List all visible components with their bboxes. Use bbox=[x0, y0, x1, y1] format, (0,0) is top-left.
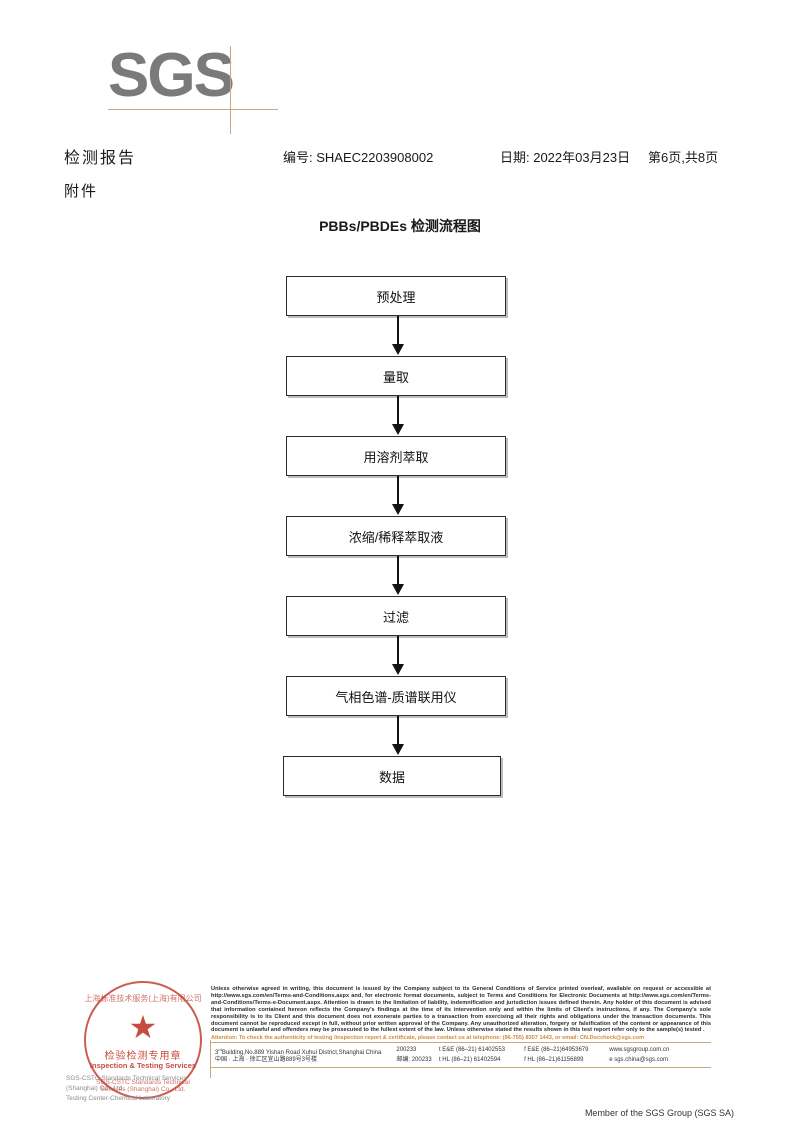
sgs-logo: SGS bbox=[108, 40, 278, 134]
flow-arrow-2 bbox=[283, 396, 513, 436]
star-icon: ★ bbox=[128, 1009, 158, 1045]
legal-terms-text: Unless otherwise agreed in writing, this… bbox=[211, 986, 711, 1034]
telephone-column-1: t E&E (86–21) 61402553 t HL (86–21) 6140… bbox=[439, 1045, 524, 1065]
flow-arrow-1 bbox=[283, 316, 513, 356]
seal-cn-label: 检验检测专用章 bbox=[104, 1051, 182, 1062]
address-chinese: 中国 · 上海 · 徐汇区宜山路889号3号楼 bbox=[215, 1057, 318, 1064]
report-number: 编号: SHAEC2203908002 bbox=[283, 150, 434, 165]
page-indicator: 第6页,共8页 bbox=[648, 150, 719, 165]
fax-hl: f HL (86–21)61156899 bbox=[524, 1057, 584, 1064]
laboratory-name: SGS-CSTC Standards Technical Services (S… bbox=[66, 1074, 216, 1104]
logo-vertical-rule bbox=[230, 46, 231, 134]
sgs-logo-text: SGS bbox=[108, 41, 235, 110]
flow-arrow-3 bbox=[283, 476, 513, 516]
flow-step-data: 数据 bbox=[283, 756, 501, 796]
flow-arrow-4 bbox=[283, 556, 513, 596]
official-seal: 上海标准技术服务(上海)有限公司 ★ 检验检测专用章 Inspection & … bbox=[84, 981, 202, 1099]
attention-notice: Attention: To check the authenticity of … bbox=[211, 1035, 645, 1042]
website-url[interactable]: www.sgsgroup.com.cn bbox=[609, 1047, 670, 1054]
footer-rule-vertical bbox=[210, 1040, 211, 1079]
report-date: 日期: 2022年03月23日 bbox=[500, 150, 631, 165]
attachment-label: 附件 bbox=[64, 183, 99, 200]
page-title: 检测报告 bbox=[64, 150, 137, 167]
web-column: www.sgsgroup.com.cn e sgs.china@sgs.com bbox=[609, 1045, 711, 1065]
tel-ee: t E&E (86–21) 61402553 bbox=[438, 1047, 505, 1054]
telephone-column-2: f E&E (86–21)64953679 f HL (86–21)611568… bbox=[524, 1045, 609, 1065]
footer-rule-top bbox=[211, 1042, 711, 1044]
flowchart: 预处理 量取 用溶剂萃取 浓缩/稀释萃取液 过滤 气相色谱-质谱联用仪 数据 bbox=[283, 276, 513, 796]
lab-name-line2: Testing Center-Chemical Laboratory bbox=[66, 1095, 171, 1102]
email-address[interactable]: e sgs.china@sgs.com bbox=[609, 1057, 668, 1064]
flow-arrow-5 bbox=[283, 636, 513, 676]
seal-arc-top-text: 上海标准技术服务(上海)有限公司 bbox=[84, 994, 202, 1003]
flow-step-pretreatment: 预处理 bbox=[286, 276, 506, 316]
seal-ring bbox=[84, 981, 202, 1099]
logo-horizontal-rule bbox=[108, 109, 278, 110]
zip-column: 200233 邮编: 200233 bbox=[396, 1045, 439, 1065]
address-english: 3rdBuilding,No.889 Yishan Road Xuhui Dis… bbox=[215, 1047, 382, 1057]
zip-chinese: 邮编: 200233 bbox=[396, 1057, 432, 1064]
fax-ee: f E&E (86–21)64953679 bbox=[524, 1047, 589, 1054]
member-of-group-line: Member of the SGS Group (SGS SA) bbox=[584, 1108, 734, 1118]
lab-name-line1: SGS-CSTC Standards Technical Services (S… bbox=[66, 1075, 187, 1092]
tel-hl: t HL (86–21) 61402594 bbox=[438, 1057, 501, 1064]
address-block: 3rdBuilding,No.889 Yishan Road Xuhui Dis… bbox=[210, 1040, 711, 1079]
seal-en-label: Inspection & Testing Services bbox=[89, 1061, 197, 1070]
flow-step-solvent-extraction: 用溶剂萃取 bbox=[286, 436, 506, 476]
seal-arc-bottom-text: SGS-CSTC Standards Technical Services (S… bbox=[96, 1079, 190, 1093]
flow-step-concentrate-dilute: 浓缩/稀释萃取液 bbox=[286, 516, 506, 556]
address-ordinal-sup: rd bbox=[218, 1047, 222, 1053]
zip-english: 200233 bbox=[396, 1047, 417, 1054]
flow-step-gcms: 气相色谱-质谱联用仪 bbox=[286, 676, 506, 716]
flow-arrow-6 bbox=[283, 716, 513, 756]
flow-step-measure: 量取 bbox=[286, 356, 506, 396]
footer: Unless otherwise agreed in writing, this… bbox=[210, 986, 711, 1079]
flowchart-title: PBBs/PBDEs 检测流程图 bbox=[319, 218, 481, 234]
footer-rule-bottom bbox=[211, 1067, 711, 1069]
flow-step-filtration: 过滤 bbox=[286, 596, 506, 636]
address-column: 3rdBuilding,No.889 Yishan Road Xuhui Dis… bbox=[215, 1045, 396, 1065]
